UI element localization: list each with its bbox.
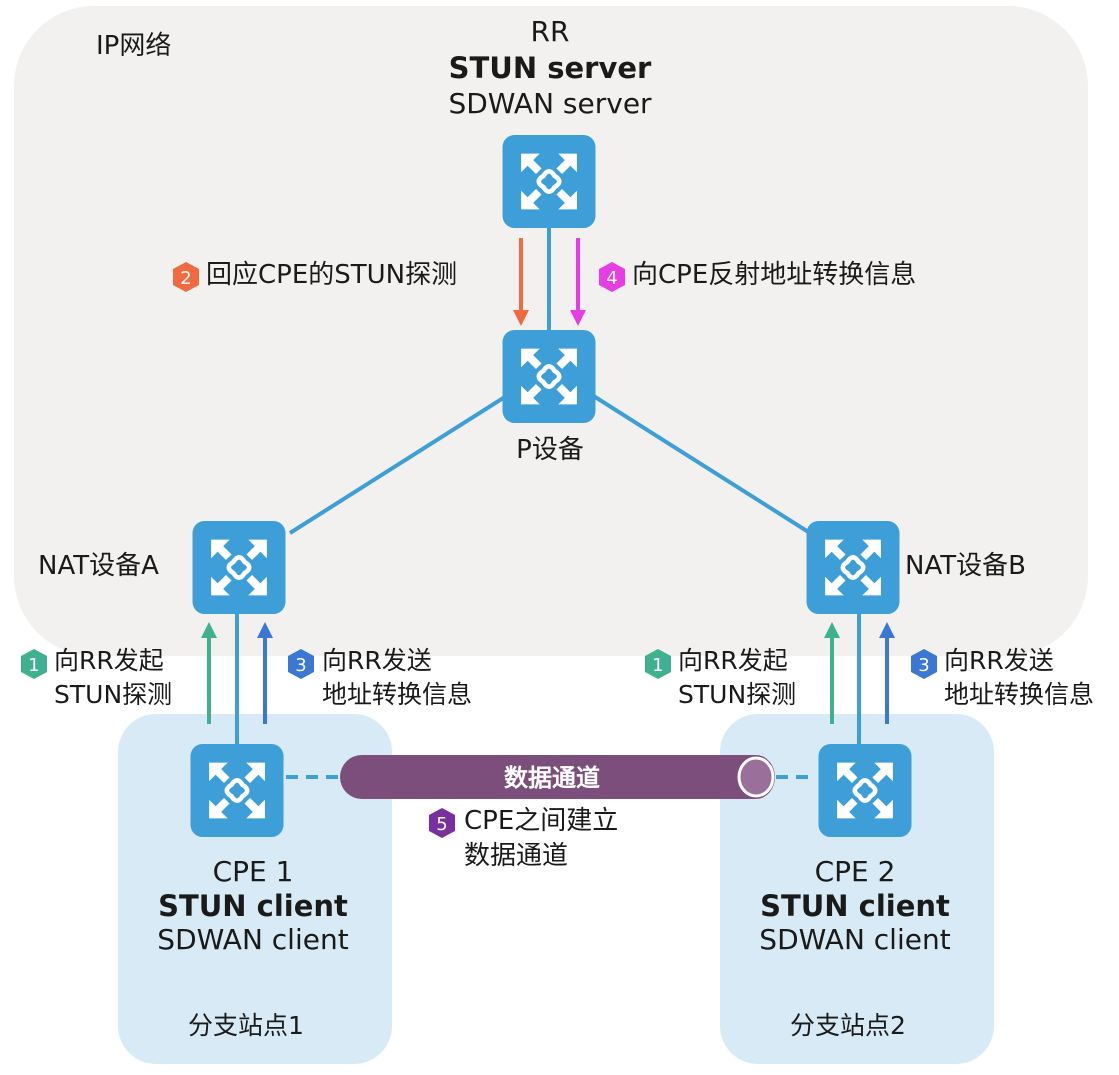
nat-a-device-icon [193,521,286,614]
arrowhead-step3-left [257,622,273,638]
arrowhead-step1-left [201,622,217,638]
step3-left-line1: 向RR发送 [322,646,432,675]
tunnel-label: 数据通道 [504,764,600,792]
branch1-label: 分支站点1 [188,1011,304,1040]
step1-left-line2: STUN探测 [54,680,173,709]
link-p-natb [590,393,812,535]
cpe1-device-icon [191,744,284,837]
branch2-region [720,714,994,1064]
step1-right-line2: STUN探测 [678,680,797,709]
rr-sdwan-server: SDWAN server [448,87,652,120]
rr-name: RR [530,15,570,48]
step4-text: 向CPE反射地址转换信息 [632,260,917,290]
badge-step3-left: 3 [288,649,314,679]
svg-text:3: 3 [295,655,306,676]
step1-right-line1: 向RR发起 [678,646,788,675]
link-p-nata [288,393,510,535]
svg-text:5: 5 [436,814,447,835]
svg-text:3: 3 [918,655,929,676]
badge-step3-right: 3 [911,649,937,679]
arrowhead-step4 [570,310,586,326]
svg-text:2: 2 [180,268,191,289]
p-device-label: P设备 [516,435,584,465]
step3-right-line1: 向RR发送 [944,646,1054,675]
step3-right-line2: 地址转换信息 [944,680,1095,709]
cpe1-name: CPE 1 [212,855,294,888]
badge-step1-right: 1 [645,649,671,679]
svg-text:4: 4 [606,268,617,289]
branch1-region [118,714,392,1064]
badge-step1-left: 1 [21,649,47,679]
badge-step5: 5 [429,808,455,838]
step5-line2: 数据通道 [464,841,569,871]
cpe2-stun-client: STUN client [760,889,950,923]
cpe1-sdwan-client: SDWAN client [157,923,349,956]
step5-line1: CPE之间建立 [464,806,619,836]
arrowhead-step3-right [879,622,895,638]
data-tunnel [340,755,775,799]
cpe1-stun-client: STUN client [158,889,348,923]
badge-step2: 2 [173,262,199,292]
cpe2-device-icon [819,744,912,837]
step2-text: 回应CPE的STUN探测 [206,260,458,290]
p-device-icon [503,330,596,423]
arrowhead-step2 [513,310,529,326]
arrowhead-step1-right [824,622,840,638]
nat-b-label: NAT设备B [905,551,1026,581]
badge-step4: 4 [599,262,625,292]
cpe2-sdwan-client: SDWAN client [759,923,951,956]
svg-text:1: 1 [652,655,663,676]
rr-device-icon [503,135,596,228]
step1-left-line1: 向RR发起 [54,646,164,675]
rr-stun-server: STUN server [448,51,652,85]
svg-text:1: 1 [28,655,39,676]
ip-network-label: IP网络 [96,31,172,61]
nat-b-device-icon [807,521,900,614]
nat-a-label: NAT设备A [38,551,159,581]
branch2-label: 分支站点2 [790,1011,906,1040]
cpe2-name: CPE 2 [814,855,896,888]
step3-left-line2: 地址转换信息 [322,680,473,709]
